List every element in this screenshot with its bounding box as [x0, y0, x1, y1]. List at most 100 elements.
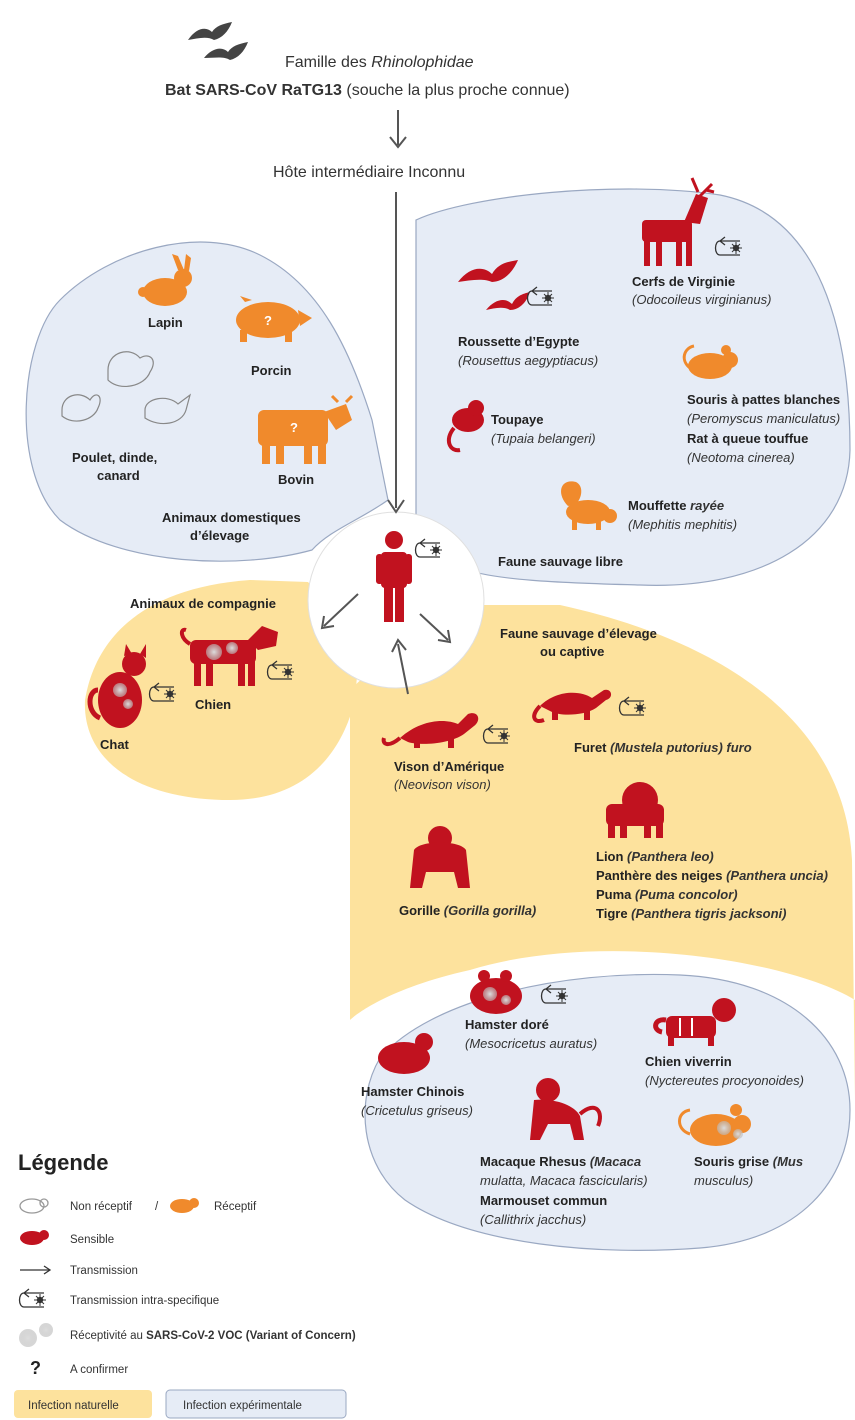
- intra-transmission-icon: [18, 1288, 47, 1308]
- experimental-infection-box: [165, 1389, 347, 1419]
- dog-label: Chien: [195, 697, 231, 712]
- chinese-hamster-icon: [378, 1033, 433, 1074]
- pig-icon: [236, 296, 312, 342]
- main-transmission-arrow: [387, 192, 405, 514]
- mink-latin: (Neovison vison): [394, 777, 491, 792]
- bats-icon: [458, 260, 530, 310]
- dog-icon: [179, 626, 278, 686]
- lion-label: Lion (Panthera leo): [596, 849, 714, 864]
- domestic-title-2: d’élevage: [190, 528, 249, 543]
- rat-latin: (Neotoma cinerea): [687, 450, 795, 465]
- legend-transmission: Transmission: [70, 1265, 138, 1277]
- legend-voc: Réceptivité au SARS-CoV-2 VOC (Variant o…: [70, 1330, 356, 1342]
- receptive-icon: [170, 1198, 199, 1213]
- legend-slash: /: [155, 1201, 159, 1213]
- gorilla-icon: [410, 826, 470, 888]
- non-receptive-icon: [19, 1198, 49, 1214]
- skunk-icon: [561, 481, 617, 530]
- cattle-label: Bovin: [278, 472, 314, 487]
- raccoon-dog-latin: (Nyctereutes procyonoides): [645, 1073, 804, 1088]
- pets-title: Animaux de compagnie: [130, 596, 276, 611]
- mouse-name: Souris à pattes blanches: [687, 392, 840, 407]
- raccoon-dog-name: Chien viverrin: [645, 1054, 732, 1069]
- transmission-arrow-icon: [20, 1265, 52, 1275]
- skunk-latin: (Mephitis mephitis): [628, 517, 737, 532]
- macaque-latin: mulatta, Macaca fascicularis): [480, 1173, 648, 1188]
- captive-title-1: Faune sauvage d’élevage: [500, 626, 657, 641]
- golden-hamster-icon: [470, 970, 522, 1014]
- pig-question: ?: [264, 313, 272, 328]
- human-arrows: [320, 593, 452, 695]
- bat-group-icon: [188, 22, 248, 60]
- grey-mouse-latin: musculus): [694, 1173, 753, 1188]
- voc-virus-icon: [19, 1323, 53, 1347]
- legend-experimental: Infection expérimentale: [183, 1400, 302, 1412]
- tree-shrew-latin: (Tupaia belangeri): [491, 431, 596, 446]
- strain-line: Bat SARS-CoV RaTG13 (souche la plus proc…: [165, 82, 570, 99]
- grey-mouse-icon: [678, 1104, 751, 1146]
- deer-latin: (Odocoileus virginianus): [632, 292, 771, 307]
- legend-sensitive: Sensible: [70, 1234, 114, 1246]
- lion-icon: [606, 782, 664, 838]
- poultry-label-1: Poulet, dinde,: [72, 450, 157, 465]
- experimental-region: [364, 973, 851, 1251]
- captive-title-2: ou captive: [540, 644, 604, 659]
- bat-name: Roussette d’Egypte: [458, 334, 579, 349]
- question-mark-icon: ?: [30, 1358, 41, 1378]
- natural-infection-box: [14, 1390, 152, 1418]
- arrow-down-icon: [389, 110, 407, 149]
- legend-non-receptive: Non réceptif: [70, 1201, 133, 1213]
- poultry-label-2: canard: [97, 468, 140, 483]
- cat-label: Chat: [100, 737, 130, 752]
- mouse-icon: [682, 344, 738, 379]
- ferret-label: Furet (Mustela putorius) furo: [574, 740, 752, 755]
- human-icon: [376, 531, 412, 622]
- cat-icon: [87, 644, 146, 728]
- ferret-icon: [532, 689, 612, 723]
- macaque-name: Macaque Rhesus (Macaca: [480, 1154, 641, 1169]
- natural-region-left: [84, 580, 360, 800]
- rabbit-label: Lapin: [148, 315, 183, 330]
- golden-hamster-latin: (Mesocricetus auratus): [465, 1036, 597, 1051]
- gorilla-label: Gorille (Gorilla gorilla): [399, 903, 536, 918]
- poultry-icon: [61, 351, 192, 425]
- legend-title: Légende: [18, 1150, 108, 1175]
- mink-icon: [381, 713, 479, 748]
- golden-hamster-name: Hamster doré: [465, 1017, 549, 1032]
- legend-intra-transmission: Transmission intra-specifique: [70, 1295, 219, 1307]
- legend-receptive: Réceptif: [214, 1201, 257, 1213]
- snow-leopard-label: Panthère des neiges (Panthera uncia): [596, 868, 828, 883]
- cattle-icon: [258, 394, 354, 464]
- tree-shrew-name: Toupaye: [491, 412, 544, 427]
- marmoset-name: Marmouset commun: [480, 1193, 607, 1208]
- pig-label: Porcin: [251, 363, 292, 378]
- intermediate-host: Hôte intermédiaire Inconnu: [273, 164, 465, 181]
- grey-mouse-name: Souris grise (Mus: [694, 1154, 803, 1169]
- chinese-hamster-name: Hamster Chinois: [361, 1084, 464, 1099]
- family-line: Famille des Rhinolophidae: [285, 54, 474, 71]
- cattle-question: ?: [290, 420, 298, 435]
- natural-region-right: [350, 605, 855, 1100]
- wild-free-title: Faune sauvage libre: [498, 554, 623, 569]
- macaque-icon: [530, 1078, 602, 1140]
- deer-name: Cerfs de Virginie: [632, 274, 735, 289]
- legend-natural: Infection naturelle: [28, 1400, 119, 1412]
- mouse-latin: (Peromyscus maniculatus): [687, 411, 840, 426]
- deer-icon: [642, 177, 715, 266]
- wild-free-region: [415, 188, 851, 586]
- mink-name: Vison d’Amérique: [394, 759, 504, 774]
- tiger-label: Tigre (Panthera tigris jacksoni): [596, 906, 787, 921]
- sensitive-icon: [20, 1230, 49, 1245]
- raccoon-dog-icon: [653, 998, 736, 1046]
- puma-label: Puma (Puma concolor): [596, 887, 738, 902]
- legend-to-confirm: A confirmer: [70, 1364, 128, 1376]
- rat-name: Rat à queue touffue: [687, 431, 808, 446]
- skunk-name: Mouffette rayée: [628, 498, 724, 513]
- domestic-title-1: Animaux domestiques: [162, 510, 301, 525]
- rabbit-icon: [138, 254, 192, 306]
- marmoset-latin: (Callithrix jacchus): [480, 1212, 586, 1227]
- bat-latin: (Rousettus aegyptiacus): [458, 353, 598, 368]
- tree-shrew-icon: [446, 400, 484, 453]
- chinese-hamster-latin: (Cricetulus griseus): [361, 1103, 473, 1118]
